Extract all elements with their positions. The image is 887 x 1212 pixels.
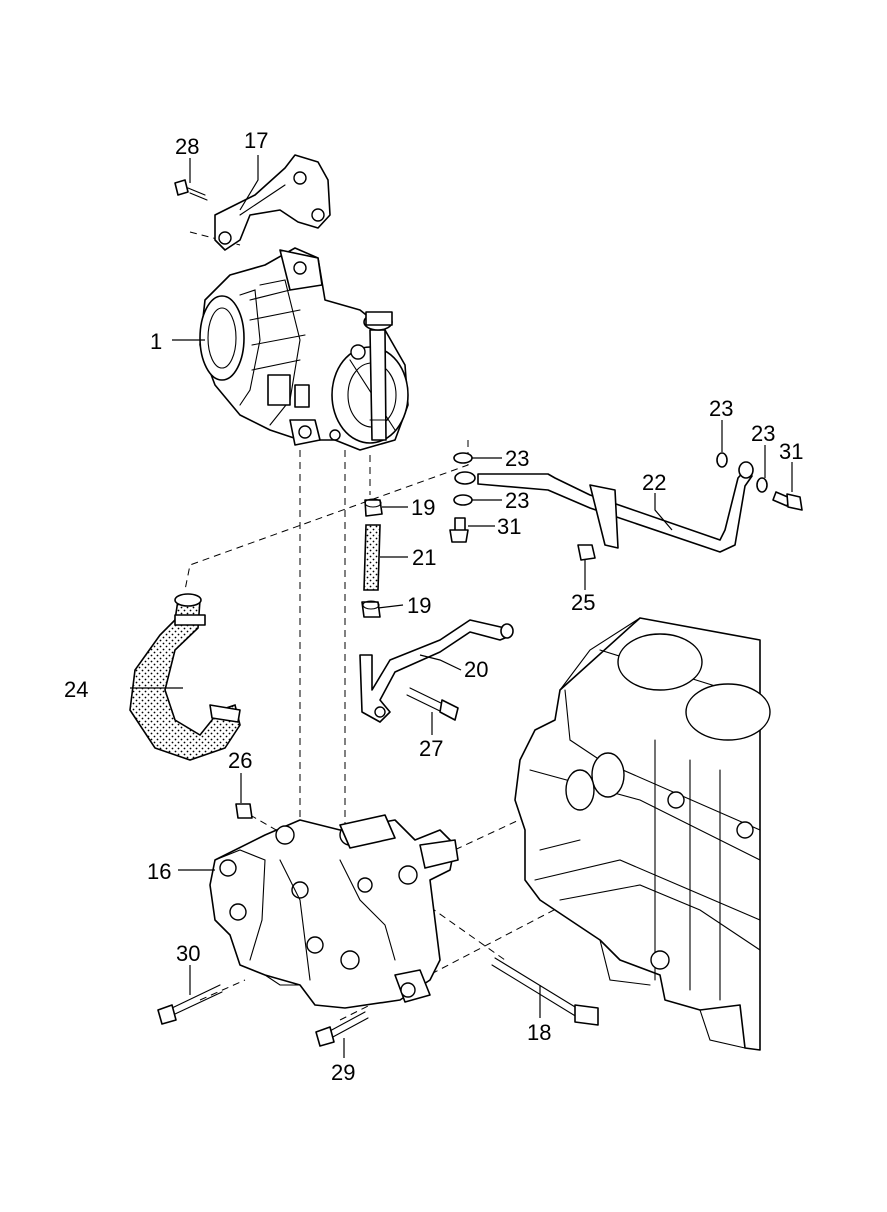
callout-18: 18 bbox=[527, 1020, 551, 1045]
callout-29: 29 bbox=[331, 1060, 355, 1085]
callout-24: 24 bbox=[64, 677, 88, 702]
callout-1: 1 bbox=[150, 329, 162, 354]
washers-23 bbox=[453, 452, 768, 506]
callout-26: 26 bbox=[228, 748, 252, 773]
callout-23-lower: 23 bbox=[505, 488, 529, 513]
callout-23-right-b: 23 bbox=[751, 421, 775, 446]
callout-labels: 1 16 17 18 19 19 20 21 22 23 23 23 23 24… bbox=[64, 128, 803, 1085]
clamp-19b bbox=[361, 600, 381, 618]
leader-lines bbox=[130, 155, 793, 1058]
callout-19-lower: 19 bbox=[407, 593, 431, 618]
bolt-30 bbox=[157, 984, 223, 1025]
hose-21 bbox=[363, 524, 381, 591]
callout-23-upper: 23 bbox=[505, 446, 529, 471]
callout-27: 27 bbox=[419, 736, 443, 761]
callout-20: 20 bbox=[464, 657, 488, 682]
bracket-17 bbox=[214, 154, 331, 251]
callout-22: 22 bbox=[642, 470, 666, 495]
callout-23-right-a: 23 bbox=[709, 396, 733, 421]
bolt-28 bbox=[174, 179, 208, 201]
vacuum-pump-tube bbox=[363, 311, 393, 441]
nut-25 bbox=[577, 544, 596, 561]
alternator-1 bbox=[199, 247, 409, 451]
callout-21: 21 bbox=[412, 545, 436, 570]
callout-30: 30 bbox=[176, 941, 200, 966]
bracket-16 bbox=[209, 814, 459, 1009]
bolt-31a bbox=[449, 517, 469, 543]
bolt-27 bbox=[406, 687, 459, 721]
engine-block bbox=[514, 617, 771, 1051]
callout-19-upper: 19 bbox=[411, 495, 435, 520]
bolt-31b bbox=[772, 491, 803, 511]
callout-31-right: 31 bbox=[779, 439, 803, 464]
clamp-19a bbox=[364, 498, 383, 517]
tube-22 bbox=[454, 461, 754, 553]
bolt-29 bbox=[315, 1011, 369, 1047]
callout-17: 17 bbox=[244, 128, 268, 153]
callout-25: 25 bbox=[571, 590, 595, 615]
pipe-20 bbox=[359, 619, 514, 723]
bolt-18 bbox=[491, 957, 599, 1026]
callout-31-left: 31 bbox=[497, 514, 521, 539]
hose-24 bbox=[129, 593, 241, 761]
nut-26 bbox=[235, 803, 253, 819]
callout-16: 16 bbox=[147, 859, 171, 884]
callout-28: 28 bbox=[175, 134, 199, 159]
